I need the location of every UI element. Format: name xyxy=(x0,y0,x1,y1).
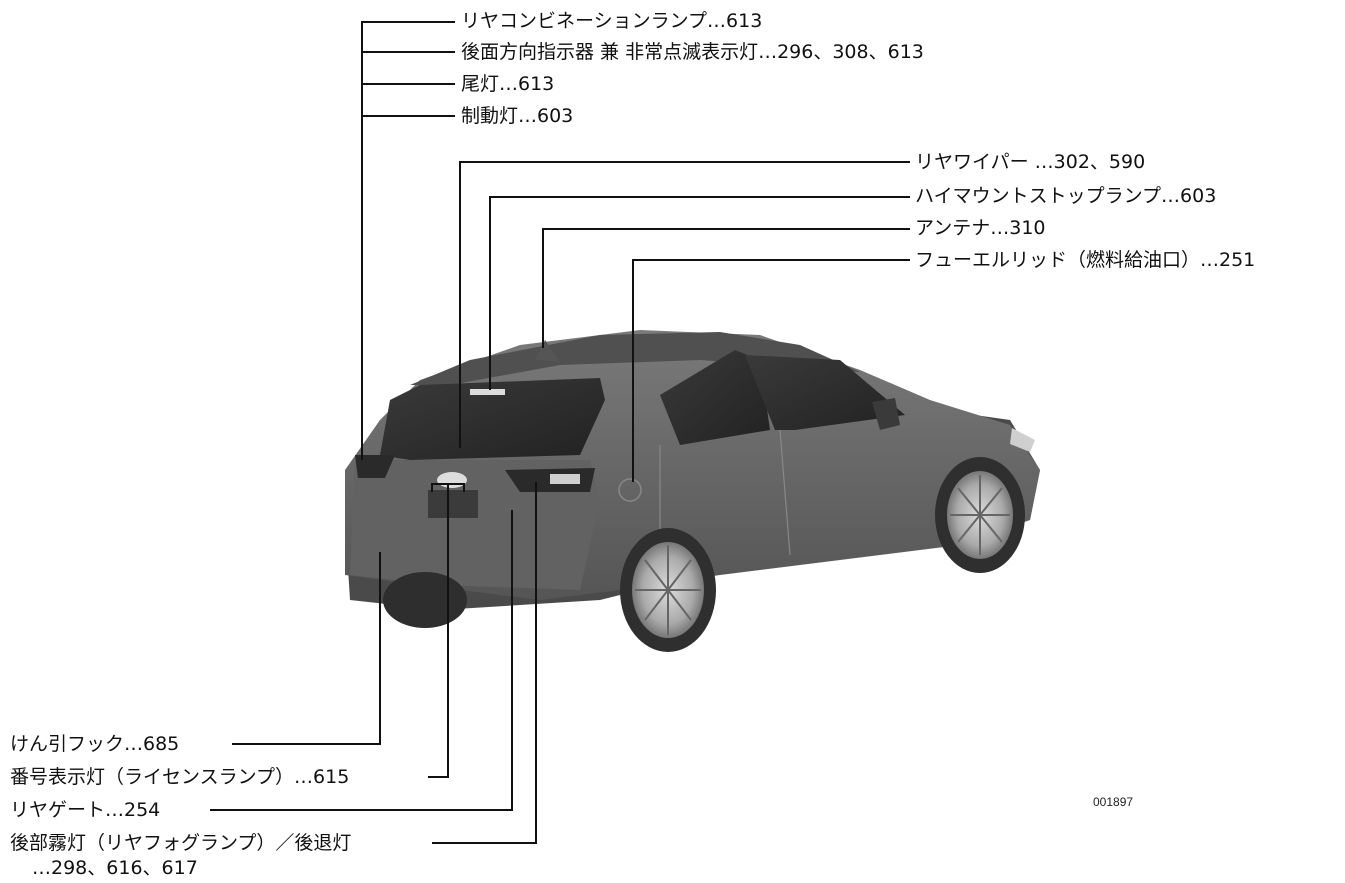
side-window-rear xyxy=(660,350,770,445)
label-fuel-lid: フューエルリッド（燃料給油口）…251 xyxy=(915,249,1256,271)
label-tow-hook: けん引フック…685 xyxy=(10,733,180,755)
leader-rear-gate xyxy=(210,510,513,811)
label-rear-turn-signal: 後面方向指示器 兼 非常点滅表示灯…296、308、613 xyxy=(461,41,924,63)
license-plate-area xyxy=(428,490,478,518)
leader-fuel-lid xyxy=(632,259,910,482)
leader-rear-fog xyxy=(432,482,537,844)
leader-tow-hook xyxy=(232,552,381,745)
high-mount-lamp xyxy=(470,389,505,395)
headlight xyxy=(1010,428,1035,452)
rear-hatch xyxy=(350,460,600,590)
car-roof xyxy=(410,332,860,385)
fuel-lid-shape xyxy=(618,478,642,502)
label-high-mount-stop-lamp: ハイマウントストップランプ…603 xyxy=(915,185,1217,207)
rear-window xyxy=(380,378,605,460)
label-rear-fog-reverse-pages: …298、616、617 xyxy=(32,857,198,879)
leader-rear-wiper xyxy=(459,161,910,448)
leader-license xyxy=(428,484,449,778)
label-tail-light: 尾灯…613 xyxy=(461,73,555,95)
leader-high-mount xyxy=(489,196,910,390)
label-antenna: アンテナ…310 xyxy=(915,217,1046,239)
label-rear-combination-lamp: リヤコンビネーションランプ…613 xyxy=(461,10,763,32)
side-window-front xyxy=(745,355,905,430)
side-mirror xyxy=(872,398,900,430)
light-detail xyxy=(550,474,580,484)
label-rear-fog-reverse: 後部霧灯（リヤフォグランプ）／後退灯 xyxy=(10,832,352,854)
figure-code: 001897 xyxy=(1093,795,1134,809)
rear-light-left xyxy=(355,455,395,478)
label-license-lamp: 番号表示灯（ライセンスランプ）…615 xyxy=(10,766,350,788)
label-rear-gate: リヤゲート…254 xyxy=(10,799,161,821)
rear-tire-left xyxy=(383,572,467,628)
leader-rear-combination xyxy=(361,21,455,460)
label-rear-wiper: リヤワイパー …302、590 xyxy=(915,151,1146,173)
leader-license-bracket xyxy=(431,483,465,492)
leader-antenna xyxy=(542,228,910,348)
antenna-fin xyxy=(535,340,560,362)
label-brake-light: 制動灯…603 xyxy=(461,105,574,127)
